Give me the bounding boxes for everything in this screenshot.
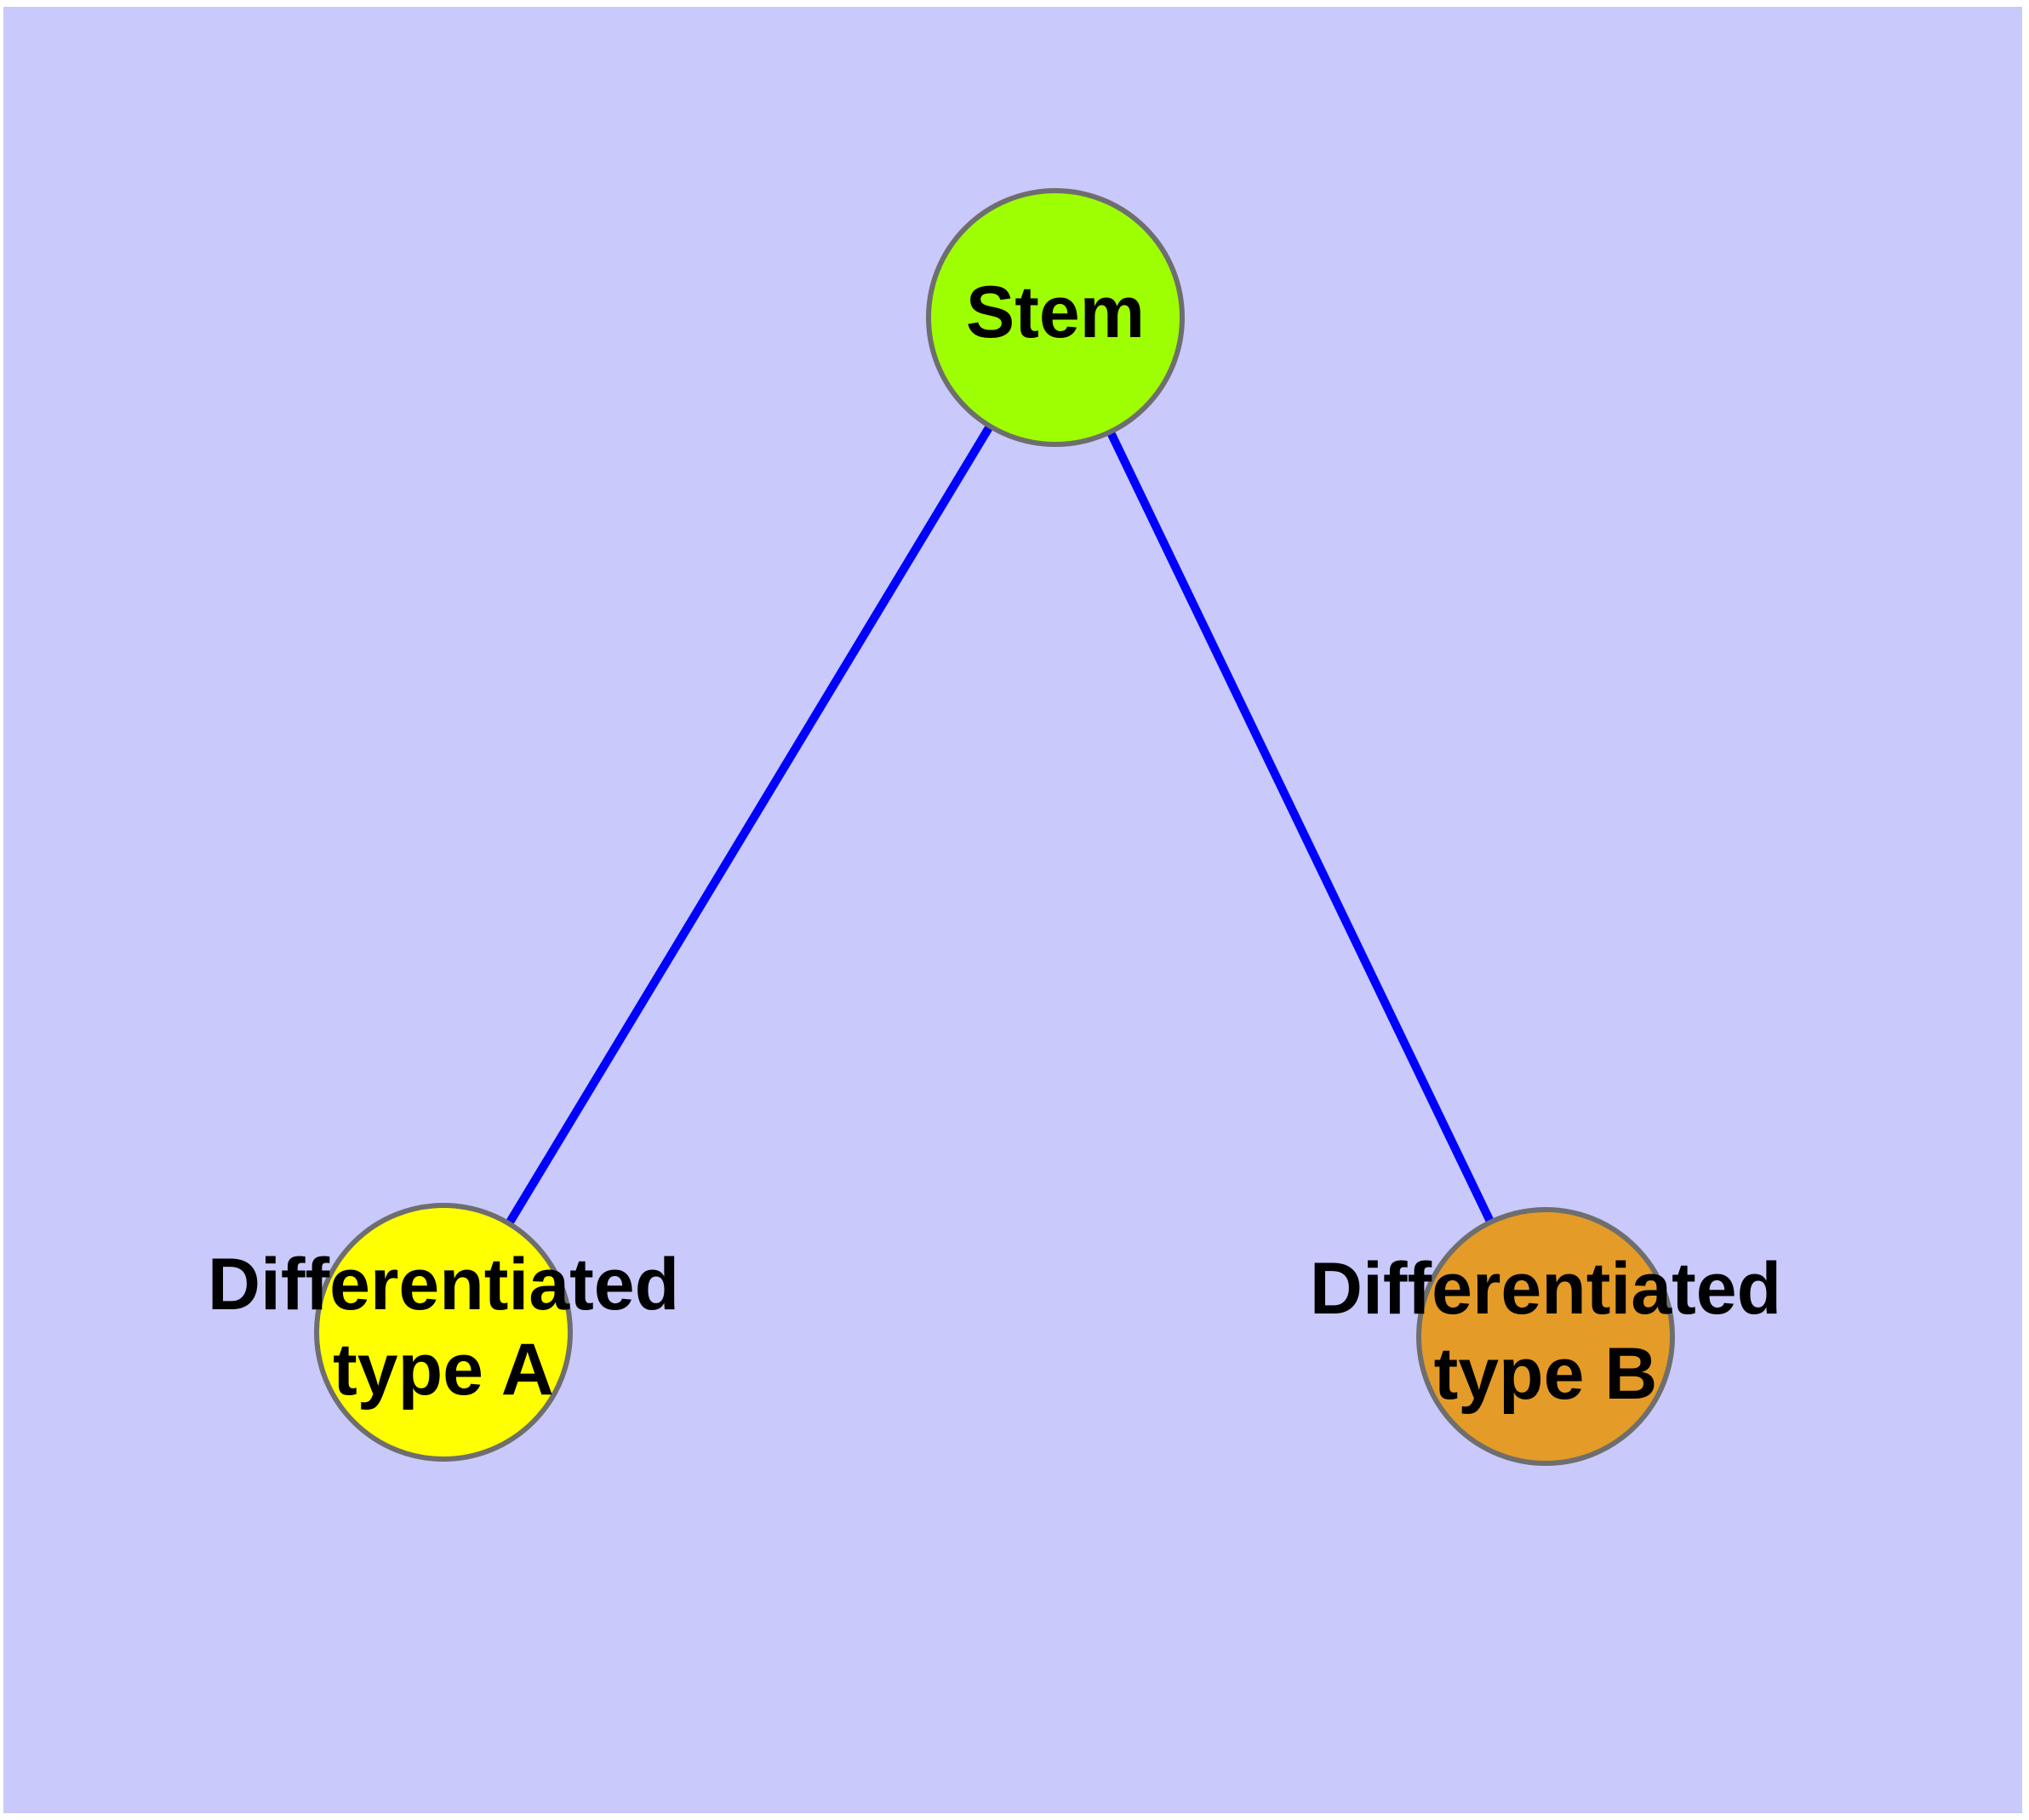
node-diff_a[interactable] xyxy=(314,1203,573,1462)
node-label-line: Differentiated xyxy=(208,1244,679,1325)
node-label-line: Differentiated xyxy=(1310,1248,1781,1330)
node-label-line: type A xyxy=(333,1329,554,1411)
node-diff_b[interactable] xyxy=(1416,1207,1675,1466)
node-label-stem: Stem xyxy=(966,272,1145,353)
node-stem[interactable] xyxy=(926,188,1185,447)
node-label-line: type B xyxy=(1434,1333,1658,1415)
edge-stem-to-diff-a[interactable] xyxy=(505,423,994,1227)
nodes-layer xyxy=(314,188,1675,1466)
edges-layer xyxy=(505,423,1495,1227)
edge-stem-to-diff-b[interactable] xyxy=(1106,429,1495,1225)
node-label-line: Stem xyxy=(966,272,1145,353)
